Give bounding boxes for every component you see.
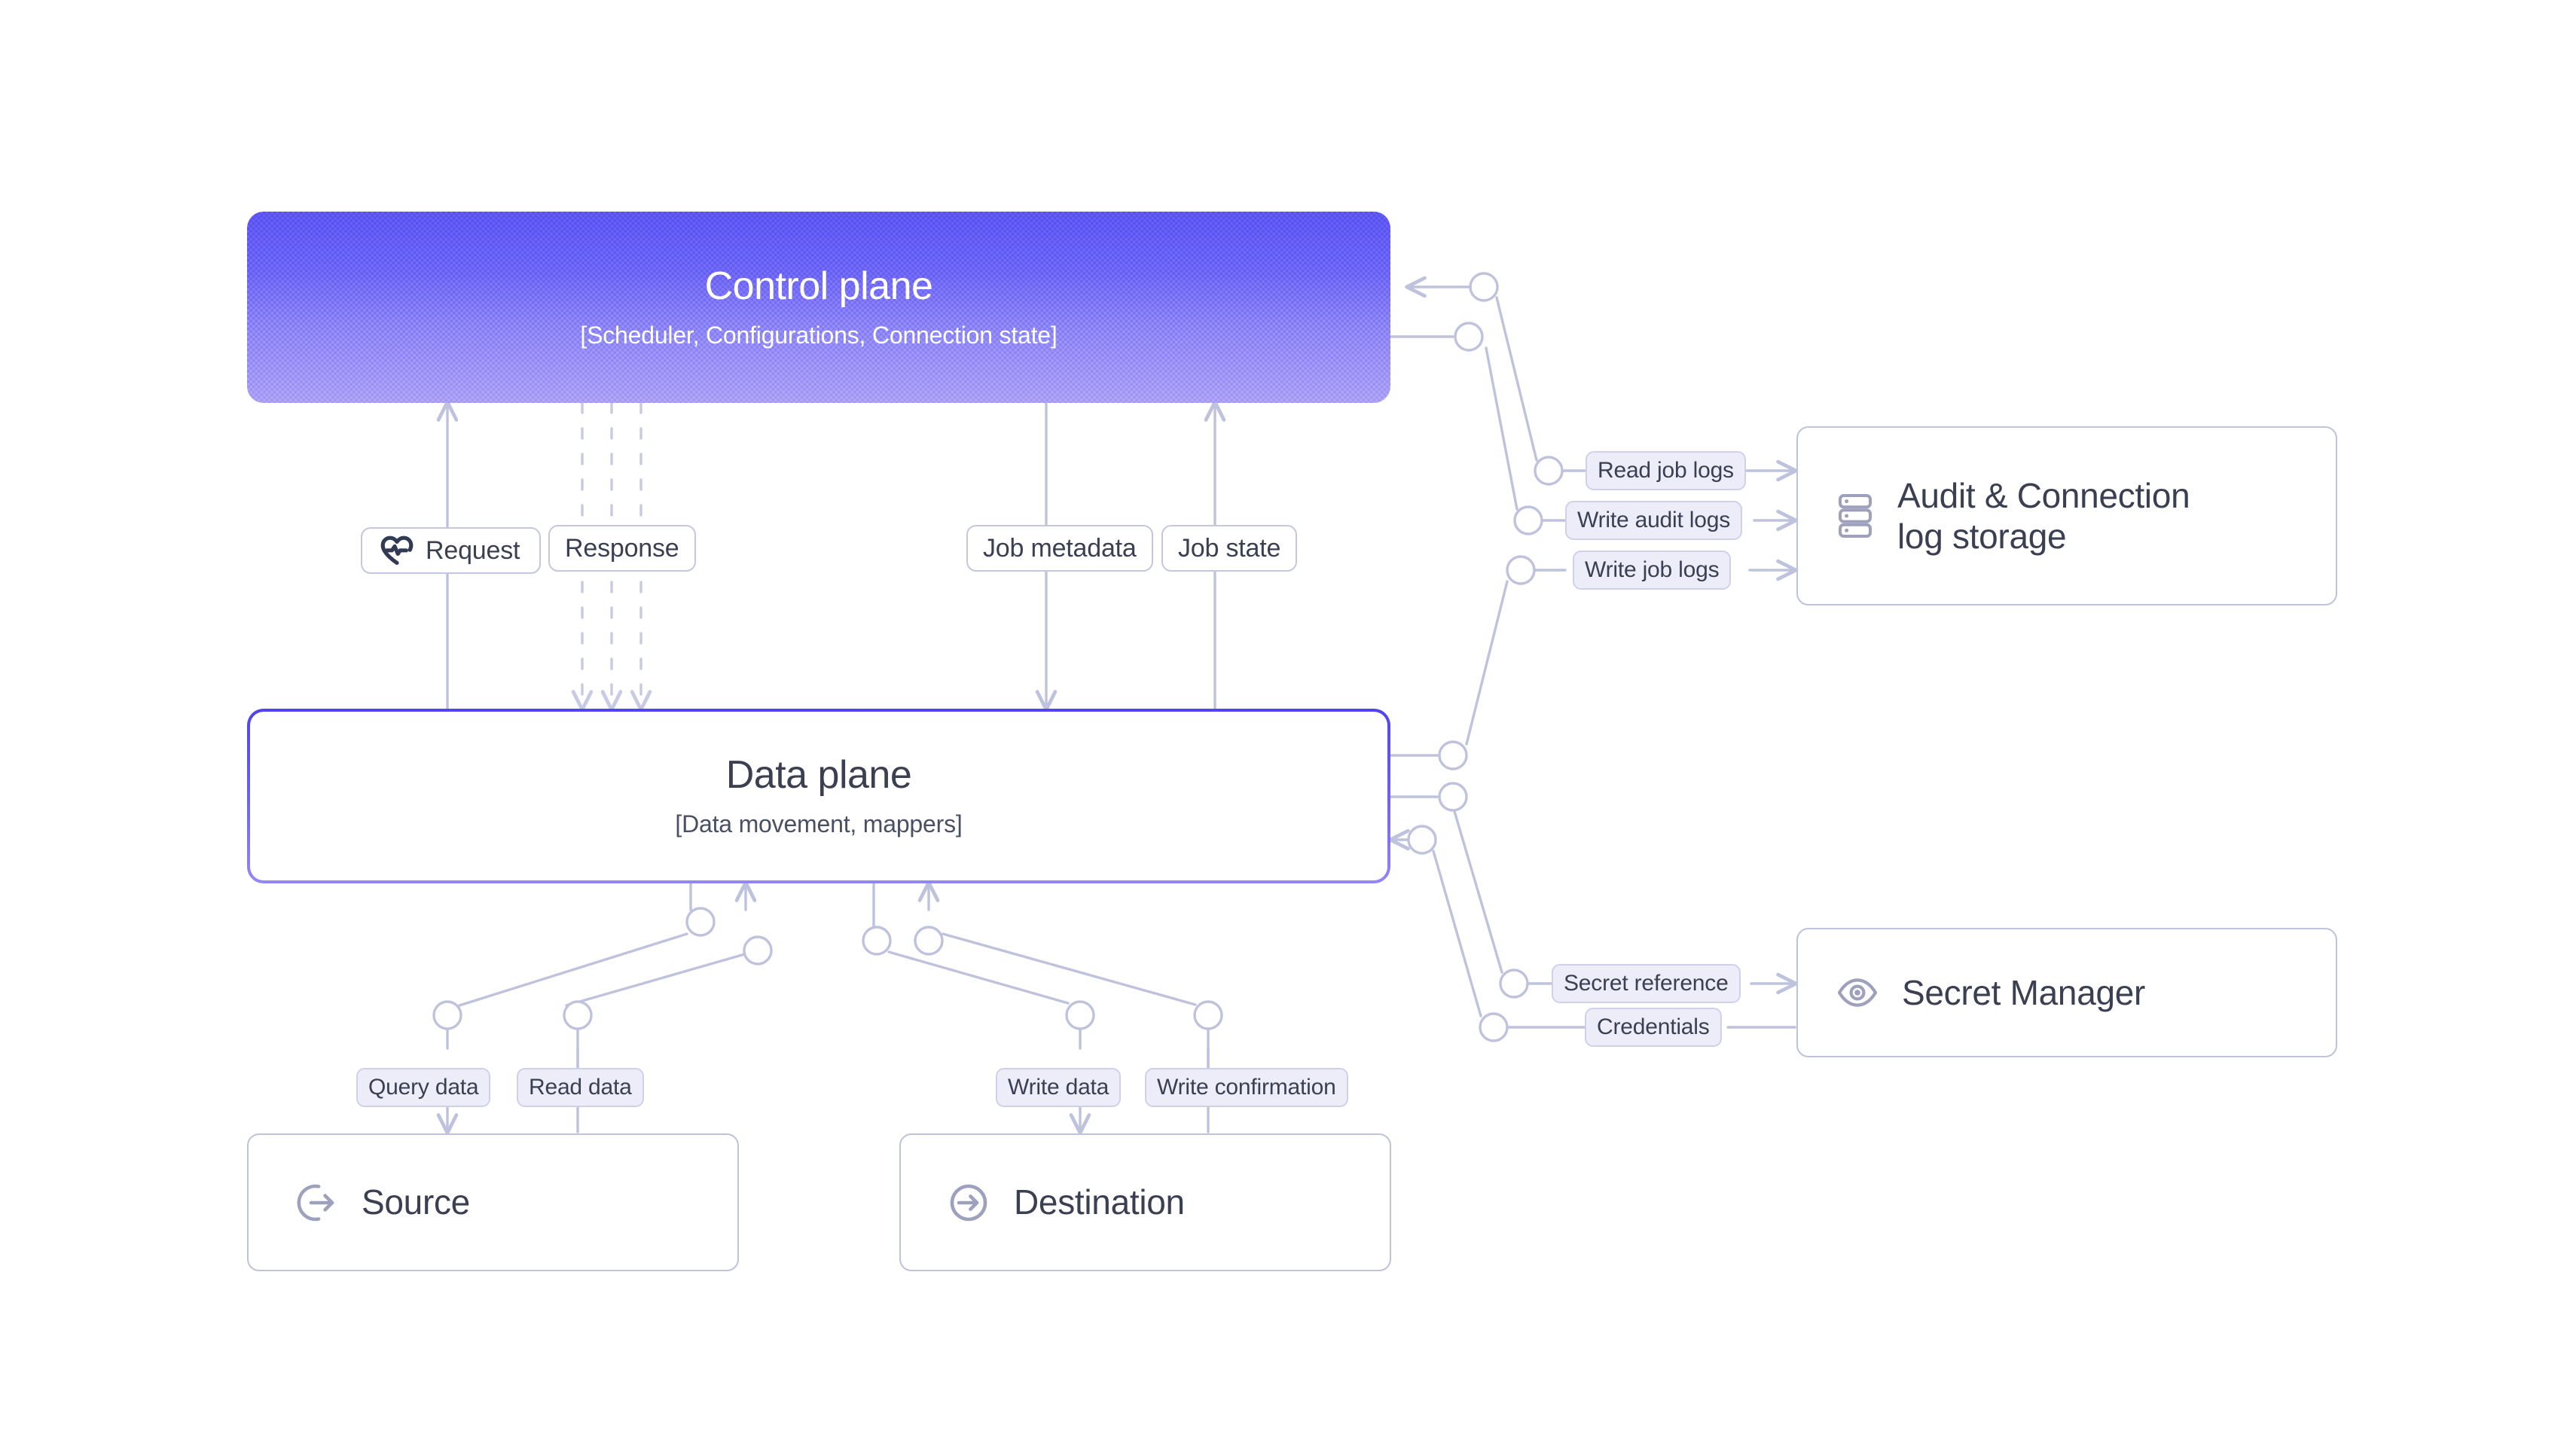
flow-label-response[interactable]: Response bbox=[548, 525, 696, 572]
wire-write-audit-logs-diag bbox=[1485, 346, 1518, 511]
arrow-into-circle-icon bbox=[950, 1184, 987, 1221]
eye-icon bbox=[1837, 978, 1878, 1007]
flow-label-credentials-text: Credentials bbox=[1597, 1014, 1710, 1039]
flow-label-write-job-logs[interactable]: Write job logs bbox=[1573, 551, 1732, 590]
wire-write-conf-diag bbox=[942, 932, 1197, 1006]
flow-label-job-state[interactable]: Job state bbox=[1161, 525, 1298, 572]
flow-label-secret-reference-text: Secret reference bbox=[1564, 971, 1729, 996]
flow-label-job-metadata[interactable]: Job metadata bbox=[966, 525, 1153, 572]
flow-label-read-data[interactable]: Read data bbox=[517, 1068, 644, 1107]
flow-label-write-confirmation[interactable]: Write confirmation bbox=[1145, 1068, 1348, 1107]
flow-label-read-job-logs-text: Read job logs bbox=[1598, 458, 1734, 483]
wire-read-job-logs-diag bbox=[1495, 296, 1538, 462]
source-node[interactable]: Source bbox=[247, 1133, 739, 1271]
destination-label: Destination bbox=[1014, 1182, 1185, 1222]
data-plane-box[interactable]: Data plane [Data movement, mappers] bbox=[247, 709, 1390, 883]
database-stack-icon bbox=[1839, 494, 1872, 538]
flow-label-credentials[interactable]: Credentials bbox=[1585, 1008, 1722, 1047]
secret-manager-label: Secret Manager bbox=[1902, 972, 2146, 1012]
flow-label-query-data-text: Query data bbox=[368, 1075, 479, 1100]
flow-label-response-text: Response bbox=[565, 533, 679, 563]
control-plane-subtitle: [Scheduler, Configurations, Connection s… bbox=[580, 322, 1058, 349]
flow-label-write-audit-logs-text: Write audit logs bbox=[1577, 508, 1731, 532]
audit-log-storage-label-line2: log storage bbox=[1897, 517, 2067, 556]
flow-label-job-metadata-text: Job metadata bbox=[983, 533, 1137, 563]
flow-label-write-confirmation-text: Write confirmation bbox=[1157, 1075, 1336, 1100]
audit-log-storage-label: Audit & Connection log storage bbox=[1897, 475, 2190, 557]
flow-label-read-data-text: Read data bbox=[529, 1075, 632, 1100]
control-plane-title: Control plane bbox=[704, 264, 933, 308]
data-plane-subtitle: [Data movement, mappers] bbox=[675, 810, 963, 838]
flow-label-write-audit-logs[interactable]: Write audit logs bbox=[1565, 501, 1743, 540]
wire-write-data-diag bbox=[887, 950, 1070, 1005]
flow-label-request[interactable]: Request bbox=[361, 527, 542, 574]
wire-write-job-logs-diag bbox=[1465, 580, 1509, 746]
wire-secret-reference-diag bbox=[1452, 807, 1503, 974]
flow-label-job-state-text: Job state bbox=[1178, 533, 1281, 563]
arrow-out-circle-icon bbox=[297, 1184, 334, 1221]
source-label: Source bbox=[362, 1182, 470, 1222]
flow-label-request-text: Request bbox=[426, 535, 520, 565]
control-plane-texture bbox=[247, 212, 1390, 403]
flow-label-read-job-logs[interactable]: Read job logs bbox=[1586, 451, 1746, 490]
heart-pulse-icon bbox=[380, 535, 414, 565]
flow-label-secret-reference[interactable]: Secret reference bbox=[1552, 964, 1741, 1003]
audit-log-storage-label-line1: Audit & Connection bbox=[1897, 475, 2190, 515]
control-plane-box[interactable]: Control plane [Scheduler, Configurations… bbox=[247, 212, 1390, 403]
flow-label-query-data[interactable]: Query data bbox=[356, 1068, 491, 1107]
flow-label-write-data-text: Write data bbox=[1008, 1075, 1109, 1100]
destination-node[interactable]: Destination bbox=[899, 1133, 1391, 1271]
audit-log-storage-node[interactable]: Audit & Connection log storage bbox=[1796, 426, 2337, 606]
flow-label-write-job-logs-text: Write job logs bbox=[1585, 557, 1720, 582]
wire-read-data-diag bbox=[565, 949, 759, 1007]
flow-label-write-data[interactable]: Write data bbox=[996, 1068, 1122, 1107]
data-plane-title: Data plane bbox=[725, 752, 912, 797]
secret-manager-node[interactable]: Secret Manager bbox=[1796, 928, 2337, 1057]
wire-query-data-diag bbox=[458, 932, 688, 1007]
wire-credentials-diag bbox=[1432, 850, 1482, 1017]
